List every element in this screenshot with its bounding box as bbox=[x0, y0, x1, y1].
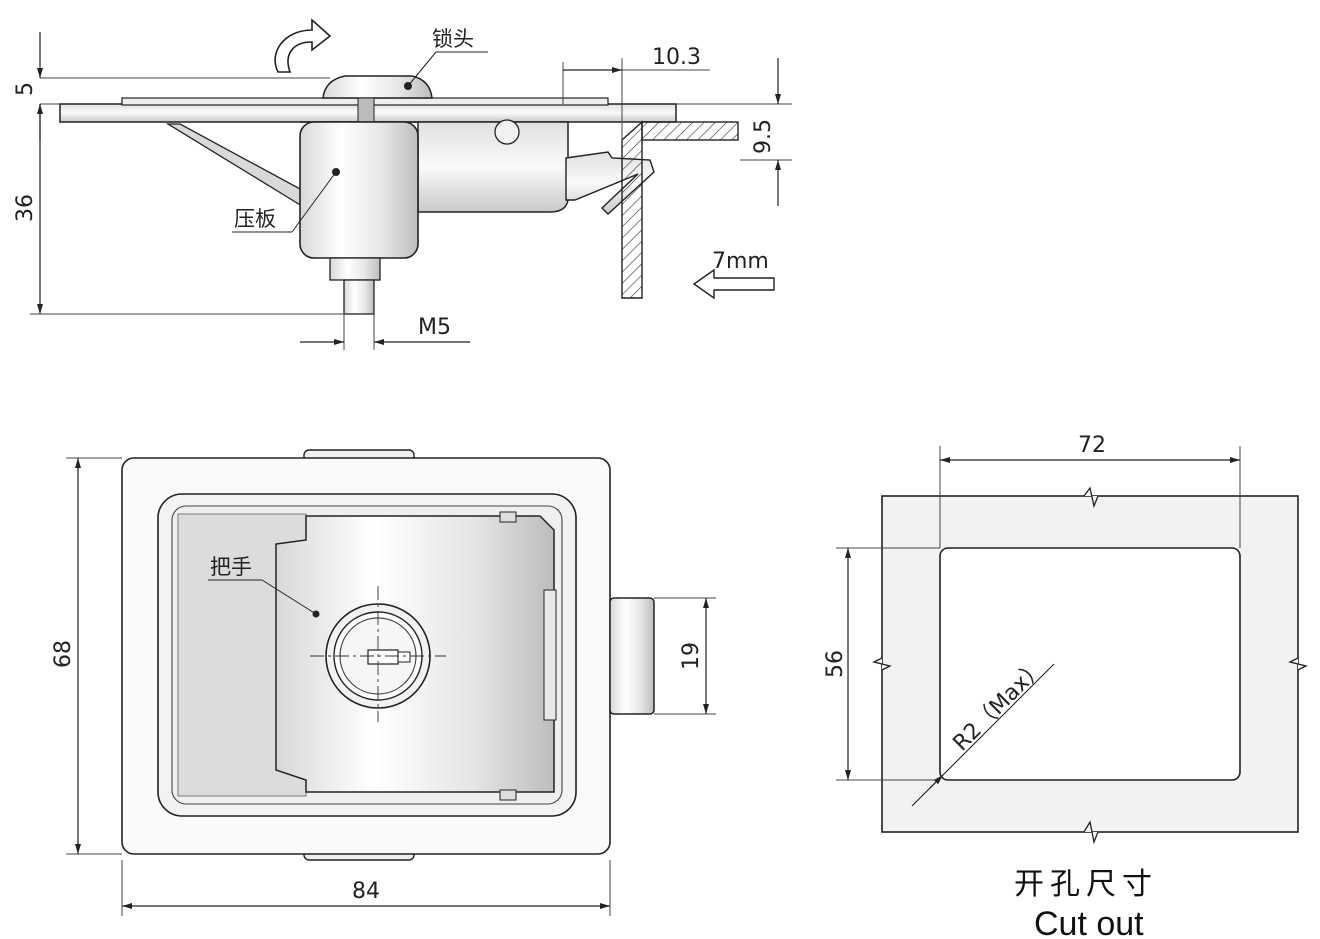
label-handle: 把手 bbox=[210, 555, 252, 579]
nut bbox=[329, 257, 381, 281]
dim-m5-label: M5 bbox=[418, 315, 451, 340]
dim-56-label: 56 bbox=[823, 650, 848, 678]
key-slot-icon bbox=[367, 649, 399, 665]
pressure-plate bbox=[299, 121, 419, 259]
rotation-arrow-icon bbox=[274, 18, 332, 73]
lock-head bbox=[322, 75, 433, 99]
side-view: 5 36 M5 10.3 9.5 7mm 锁头 压板 bbox=[13, 18, 792, 350]
dim-10-3-label: 10.3 bbox=[652, 45, 701, 70]
dim-19-label: 19 bbox=[679, 642, 704, 670]
dim-84-label: 84 bbox=[352, 879, 380, 904]
cutout-title-cn: 开孔尺寸 bbox=[1014, 867, 1158, 902]
m5-stud bbox=[343, 279, 375, 315]
door-frame-section-horizontal bbox=[641, 121, 739, 141]
thickness-arrow-icon bbox=[692, 268, 775, 300]
side-bolt bbox=[609, 597, 655, 715]
front-view: 把手 68 84 19 bbox=[51, 449, 716, 916]
dim-68-label: 68 bbox=[51, 640, 76, 668]
dim-5-label: 5 bbox=[13, 82, 38, 96]
dim-36-label: 36 bbox=[13, 194, 38, 222]
dim-9-5-label: 9.5 bbox=[751, 119, 776, 154]
door-frame-section-vertical bbox=[621, 120, 643, 299]
dim-72-label: 72 bbox=[1078, 433, 1106, 458]
label-lock-head: 锁头 bbox=[432, 27, 474, 51]
dim-7mm-label: 7mm bbox=[712, 249, 769, 274]
label-pressure-plate: 压板 bbox=[234, 207, 276, 231]
cutout-title-en: Cut out bbox=[1034, 905, 1144, 939]
cutout-view: 72 56 R2（Max） 开孔尺寸 Cut out bbox=[823, 433, 1308, 939]
cutout-hole bbox=[939, 547, 1241, 781]
strut bbox=[165, 123, 303, 208]
